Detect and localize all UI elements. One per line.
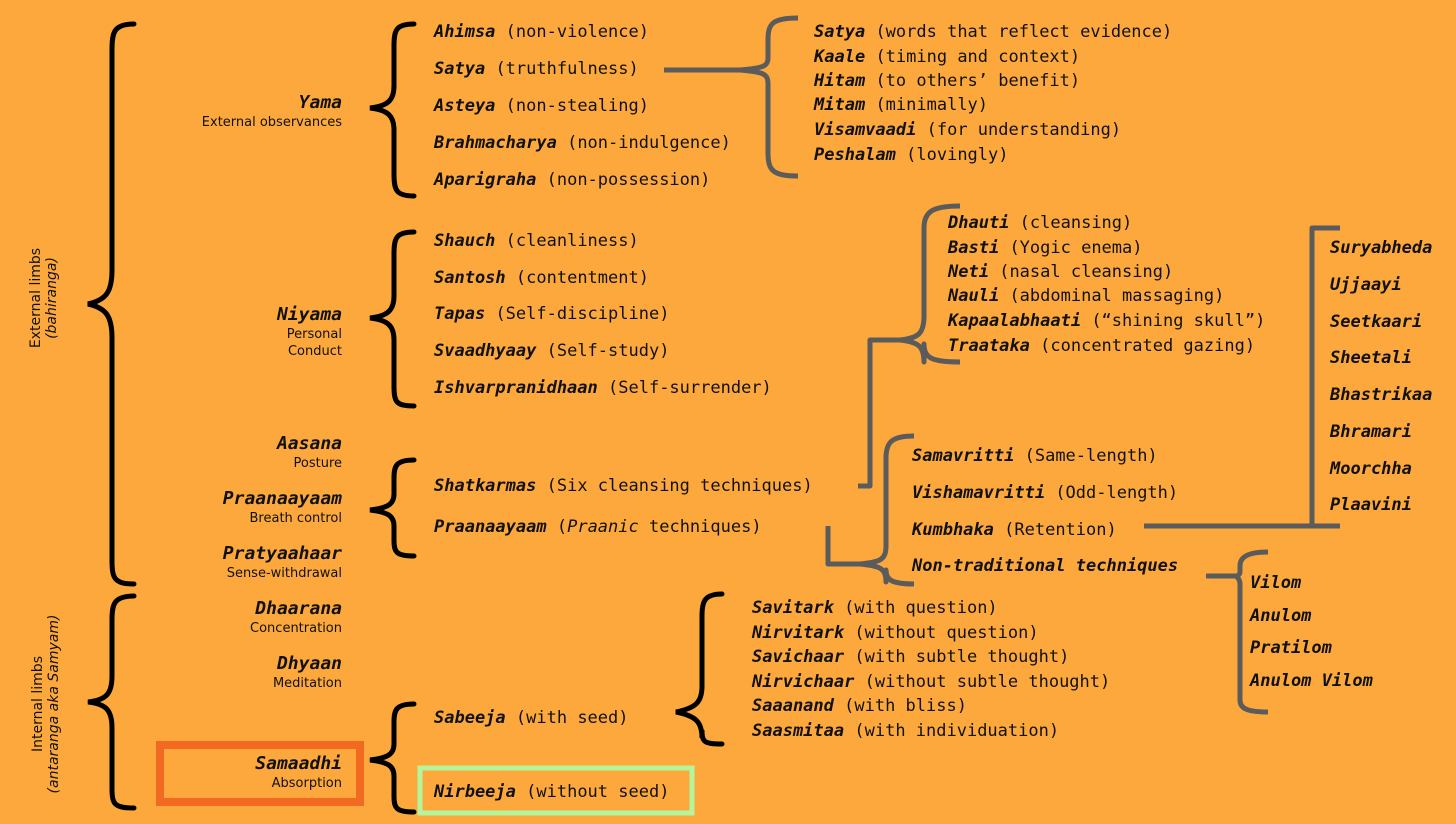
nontraditional-brace: [1233, 549, 1269, 715]
satya-item: Visamvaadi (for understanding): [814, 120, 1122, 140]
pranayama-item: Vishamavritti (Odd-length): [912, 483, 1179, 503]
samadhi-sabeeja: Sabeeja (with seed): [434, 708, 629, 728]
nontraditional-item: Pratilom: [1250, 638, 1332, 658]
practices-brace: [369, 457, 417, 559]
limb-yama: Yama External observances: [201, 92, 342, 130]
samadhi-brace: [369, 701, 417, 815]
kumbhaka-item: Bhastrikaa: [1330, 385, 1433, 405]
sabeeja-item: Nirvitark (without question): [752, 623, 1039, 643]
nontraditional-item: Anulom Vilom: [1250, 671, 1373, 691]
kumbhaka-item: Suryabheda: [1330, 238, 1433, 258]
shatkarma-brace: [897, 203, 961, 365]
samadhi-nirbeeja: Nirbeeja (without seed): [434, 782, 670, 802]
pranayama-item: Non-traditional techniques: [912, 556, 1179, 576]
practice-shatkarmas: Shatkarmas (Six cleansing techniques): [434, 476, 813, 496]
satya-item: Hitam (to others’ benefit): [814, 71, 1081, 91]
sabeeja-brace: [675, 591, 725, 747]
yama-item: Satya (truthfulness): [434, 59, 639, 79]
shatkarma-item: Dhauti (cleansing): [948, 213, 1133, 233]
practice-praanaayaam: Praanaayaam (Praanic techniques): [434, 517, 762, 537]
satya-item: Peshalam (lovingly): [814, 145, 1009, 165]
yama-item: Ahimsa (non-violence): [434, 22, 649, 42]
kumbhaka-item: Bhramari: [1330, 422, 1412, 442]
satya-item: Satya (words that reflect evidence): [814, 22, 1173, 42]
shatkarma-item: Traataka (concentrated gazing): [948, 336, 1256, 356]
niyama-item: Svaadhyaay (Self-study): [434, 341, 670, 361]
niyama-item: Tapas (Self-discipline): [434, 304, 670, 324]
yama-item: Brahmacharya (non-indulgence): [434, 133, 731, 153]
niyama-item: Shauch (cleanliness): [434, 231, 639, 251]
kumbhaka-item: Sheetali: [1330, 348, 1412, 368]
samaadhi-highlight-box: [156, 741, 364, 806]
niyama-item: Santosh (contentment): [434, 268, 649, 288]
kumbhaka-bracket: [1309, 225, 1340, 529]
limb-praanaayaam: Praanaayaam Breath control: [222, 488, 342, 526]
limb-dhaarana: Dhaarana Concentration: [250, 598, 342, 636]
pranayama-connector: [825, 526, 860, 567]
shatkarma-item: Kapaalabhaati (“shining skull”): [948, 311, 1266, 331]
internal-limbs-brace: [87, 593, 137, 811]
satya-item: Mitam (minimally): [814, 95, 989, 115]
satya-item: Kaale (timing and context): [814, 47, 1081, 67]
shatkarma-item: Nauli (abdominal massaging): [948, 286, 1225, 306]
sabeeja-item: Savitark (with question): [752, 598, 998, 618]
shatkarma-item: Neti (nasal cleansing): [948, 262, 1174, 282]
limb-samaadhi: Samaadhi Absorption: [255, 753, 342, 791]
pranayama-item: Kumbhaka (Retention): [912, 520, 1117, 540]
limb-dhyaan: Dhyaan Meditation: [272, 653, 342, 691]
limb-niyama: Niyama Personal Conduct: [276, 304, 342, 359]
satya-brace: [737, 15, 799, 179]
external-limbs-label: External limbs (bahiranga): [28, 247, 60, 349]
limb-aasana: Aasana Posture: [276, 433, 342, 471]
kumbhaka-item: Ujjaayi: [1330, 275, 1402, 295]
external-limbs-brace: [87, 21, 137, 587]
sabeeja-item: Savichaar (with subtle thought): [752, 647, 1070, 667]
sabeeja-item: Saasmitaa (with individuation): [752, 721, 1060, 741]
pranayama-brace: [857, 433, 915, 587]
niyama-item: Ishvarpranidhaan (Self-surrender): [434, 378, 772, 398]
sabeeja-item: Nirvichaar (without subtle thought): [752, 672, 1111, 692]
yama-item: Asteya (non-stealing): [434, 96, 649, 116]
yama-brace: [369, 21, 417, 199]
kumbhaka-item: Moorchha: [1330, 459, 1412, 479]
nirbeeja-highlight-box: [417, 765, 695, 816]
pranayama-item: Samavritti (Same-length): [912, 446, 1158, 466]
limb-pratyaahaar: Pratyaahaar Sense-withdrawal: [222, 543, 342, 581]
kumbhaka-item: Seetkaari: [1330, 312, 1423, 332]
kumbhaka-item: Plaavini: [1330, 495, 1412, 515]
niyama-brace: [369, 229, 417, 409]
yama-item: Aparigraha (non-possession): [434, 170, 711, 190]
nontraditional-item: Anulom: [1250, 606, 1312, 626]
sabeeja-item: Saaanand (with bliss): [752, 696, 967, 716]
nontraditional-item: Vilom: [1250, 573, 1302, 593]
shatkarma-connector: [858, 337, 900, 489]
shatkarma-item: Basti (Yogic enema): [948, 238, 1143, 258]
